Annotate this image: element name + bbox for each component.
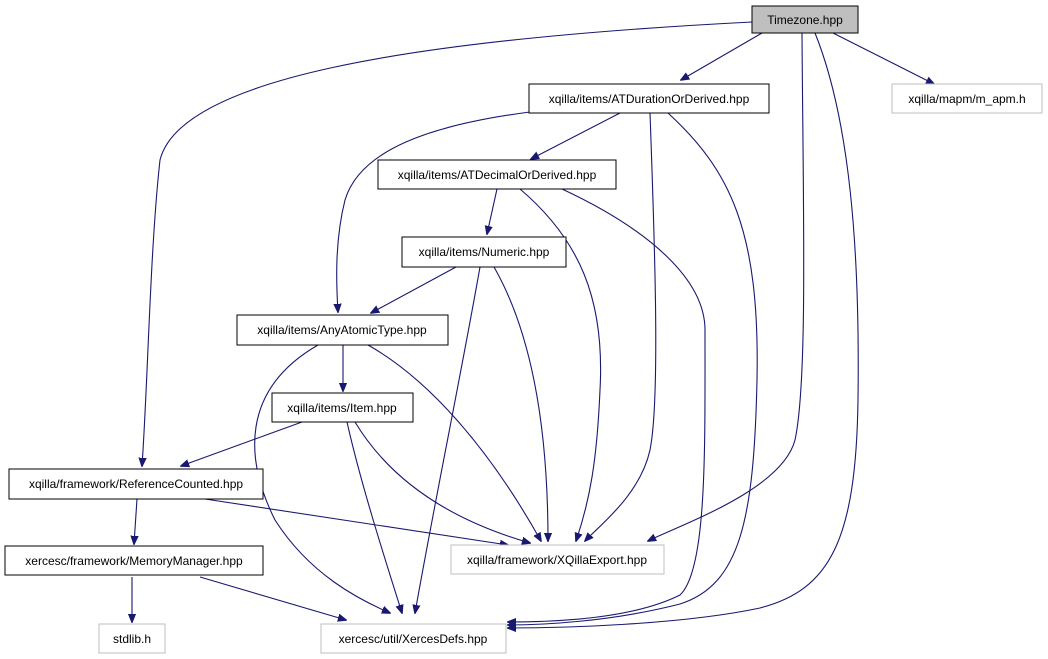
node-label: xercesc/util/XercesDefs.hpp	[339, 632, 488, 646]
edge-atdecimal-to-xqillaexport	[519, 188, 602, 541]
edge-anyatomic-to-xqillaexport	[367, 344, 541, 541]
edge-refcounted-to-memmanager	[134, 498, 137, 544]
edge-numeric-to-xqillaexport	[493, 266, 548, 541]
node-label: xercesc/framework/MemoryManager.hpp	[25, 554, 243, 568]
node-timezone[interactable]: Timezone.hpp	[751, 5, 859, 34]
edge-refcounted-to-xqillaexport	[204, 498, 508, 545]
edge-atduration-to-atdecimal	[531, 112, 621, 159]
edge-atduration-to-xercesdefs	[508, 112, 758, 625]
edge-atdecimal-to-xercesdefs	[508, 188, 706, 622]
edge-item-to-refcounted	[181, 421, 303, 466]
edge-timezone-to-mapm	[832, 32, 934, 84]
node-mapm[interactable]: xqilla/mapm/m_apm.h	[891, 83, 1043, 114]
edge-memmanager-to-xercesdefs	[199, 576, 346, 620]
node-numeric[interactable]: xqilla/items/Numeric.hpp	[401, 236, 567, 268]
edge-atdecimal-to-numeric	[487, 188, 498, 234]
edge-atduration-to-anyatomic	[337, 111, 531, 312]
edge-timezone-to-xercesdefs	[508, 32, 859, 628]
node-xercesdefs[interactable]: xercesc/util/XercesDefs.hpp	[320, 623, 507, 654]
node-atduration[interactable]: xqilla/items/ATDurationOrDerived.hpp	[528, 83, 770, 114]
edge-timezone-to-refcounted	[142, 21, 753, 466]
edges	[132, 21, 934, 628]
node-stdlib[interactable]: stdlib.h	[98, 623, 166, 654]
node-anyatomic[interactable]: xqilla/items/AnyAtomicType.hpp	[236, 314, 449, 346]
node-label: xqilla/framework/XQillaExport.hpp	[467, 553, 647, 567]
node-refcounted[interactable]: xqilla/framework/ReferenceCounted.hpp	[8, 468, 264, 500]
edge-numeric-to-xercesdefs	[415, 266, 481, 613]
edge-anyatomic-to-xercesdefs	[254, 344, 390, 613]
node-item[interactable]: xqilla/items/Item.hpp	[271, 392, 414, 423]
edge-timezone-to-xqillaexport	[648, 32, 805, 541]
node-label: xqilla/items/ATDurationOrDerived.hpp	[549, 92, 750, 106]
node-label: stdlib.h	[113, 632, 151, 646]
node-label: xqilla/items/Item.hpp	[287, 401, 397, 415]
edge-item-to-xercesdefs	[346, 421, 402, 613]
node-label: xqilla/items/ATDecimalOrDerived.hpp	[398, 168, 597, 182]
node-label: xqilla/items/Numeric.hpp	[419, 245, 550, 259]
node-label: xqilla/mapm/m_apm.h	[908, 92, 1025, 106]
node-label: Timezone.hpp	[767, 13, 843, 27]
edge-numeric-to-anyatomic	[371, 266, 457, 313]
nodes: Timezone.hpp xqilla/items/ATDurationOrDe…	[4, 5, 1043, 654]
edge-item-to-xqillaexport	[354, 421, 530, 543]
node-label: xqilla/framework/ReferenceCounted.hpp	[29, 477, 243, 491]
node-memmanager[interactable]: xercesc/framework/MemoryManager.hpp	[4, 545, 264, 576]
node-xqillaexport[interactable]: xqilla/framework/XQillaExport.hpp	[450, 544, 665, 575]
node-label: xqilla/items/AnyAtomicType.hpp	[257, 323, 427, 337]
node-atdecimal[interactable]: xqilla/items/ATDecimalOrDerived.hpp	[377, 159, 617, 190]
edge-timezone-to-atduration	[681, 32, 763, 80]
edge-atduration-to-xqillaexport	[585, 112, 657, 541]
